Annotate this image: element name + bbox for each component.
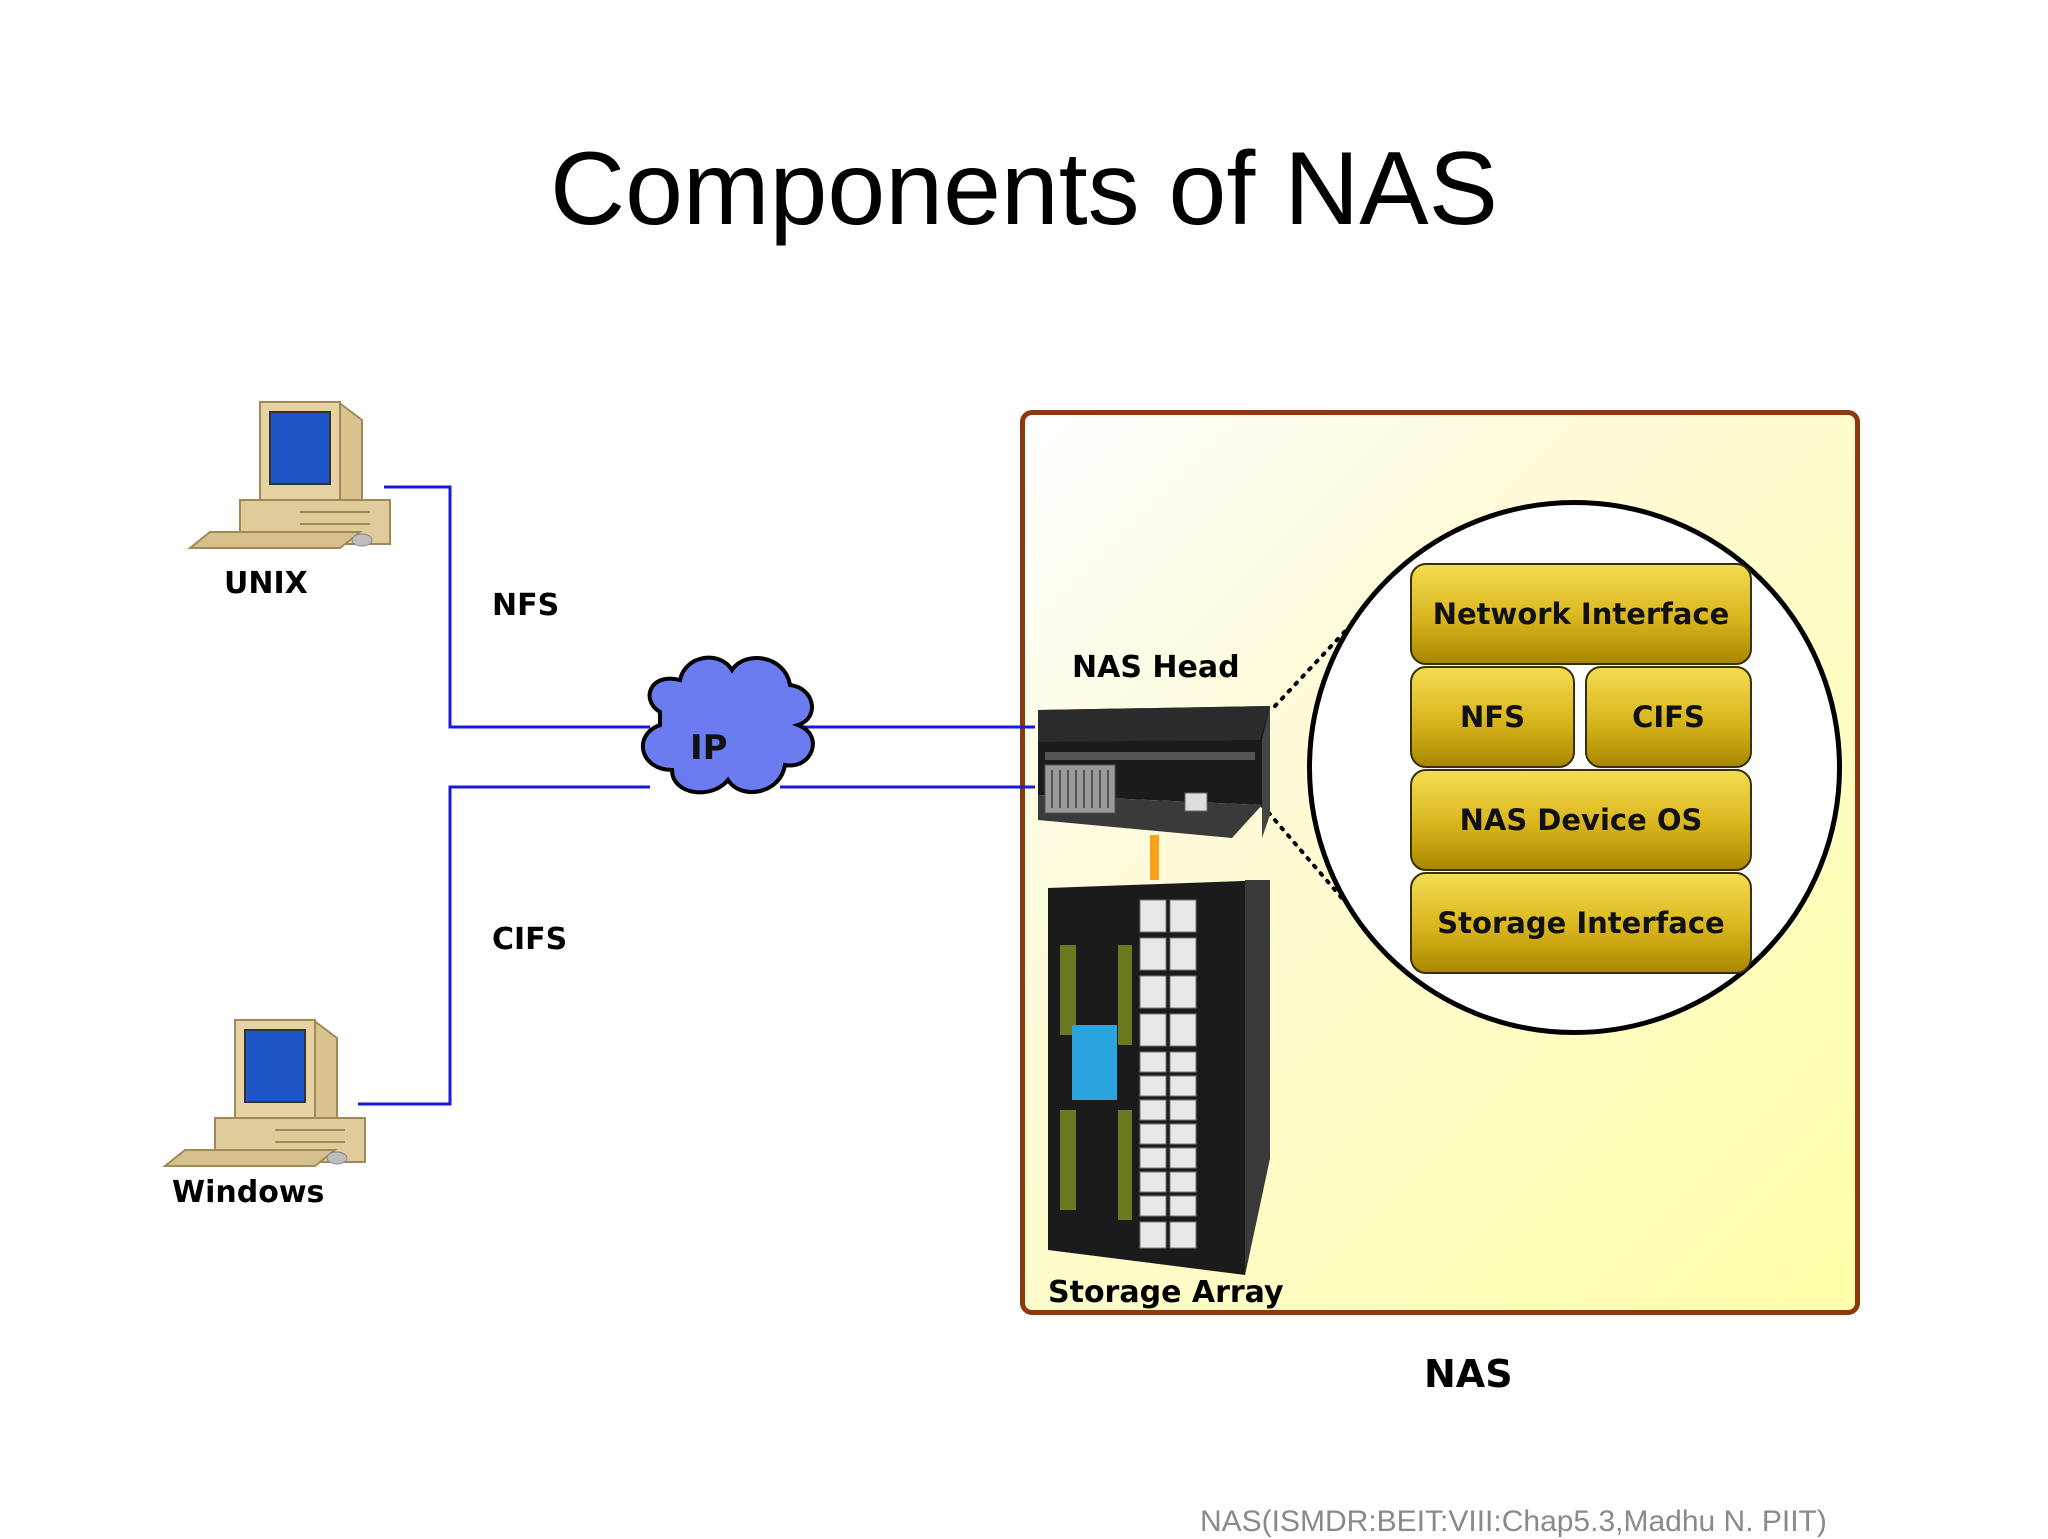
cifs-link-label: CIFS — [492, 922, 568, 957]
cifs-block: CIFS — [1585, 666, 1752, 768]
nfs-block: NFS — [1410, 666, 1575, 768]
unix-computer-icon — [187, 401, 391, 549]
storage-array-label: Storage Array — [1048, 1275, 1284, 1310]
connection-lines — [358, 485, 1035, 1106]
nas-device-os-block: NAS Device OS — [1410, 769, 1752, 871]
windows-computer-icon — [162, 1019, 366, 1167]
ip-cloud-icon — [640, 655, 815, 795]
nas-head-icon — [1038, 706, 1270, 838]
storage-interface-block: Storage Interface — [1410, 872, 1752, 974]
nfs-link-label: NFS — [492, 588, 560, 623]
slide-footer: NAS(ISMDR:BEIT:VIII:Chap5.3,Madhu N. PII… — [1200, 1505, 1827, 1538]
nas-head-label: NAS Head — [1072, 650, 1240, 685]
windows-link-line — [358, 785, 650, 1106]
backplane-link — [1150, 835, 1159, 880]
windows-label: Windows — [172, 1175, 325, 1210]
nas-label: NAS — [1424, 1352, 1513, 1396]
unix-link-line — [384, 485, 650, 729]
unix-label: UNIX — [224, 566, 308, 601]
ip-cloud-label: IP — [690, 728, 728, 768]
storage-array-icon — [1048, 880, 1270, 1275]
slide-title: Components of NAS — [549, 131, 1499, 247]
network-interface-block: Network Interface — [1410, 563, 1752, 665]
